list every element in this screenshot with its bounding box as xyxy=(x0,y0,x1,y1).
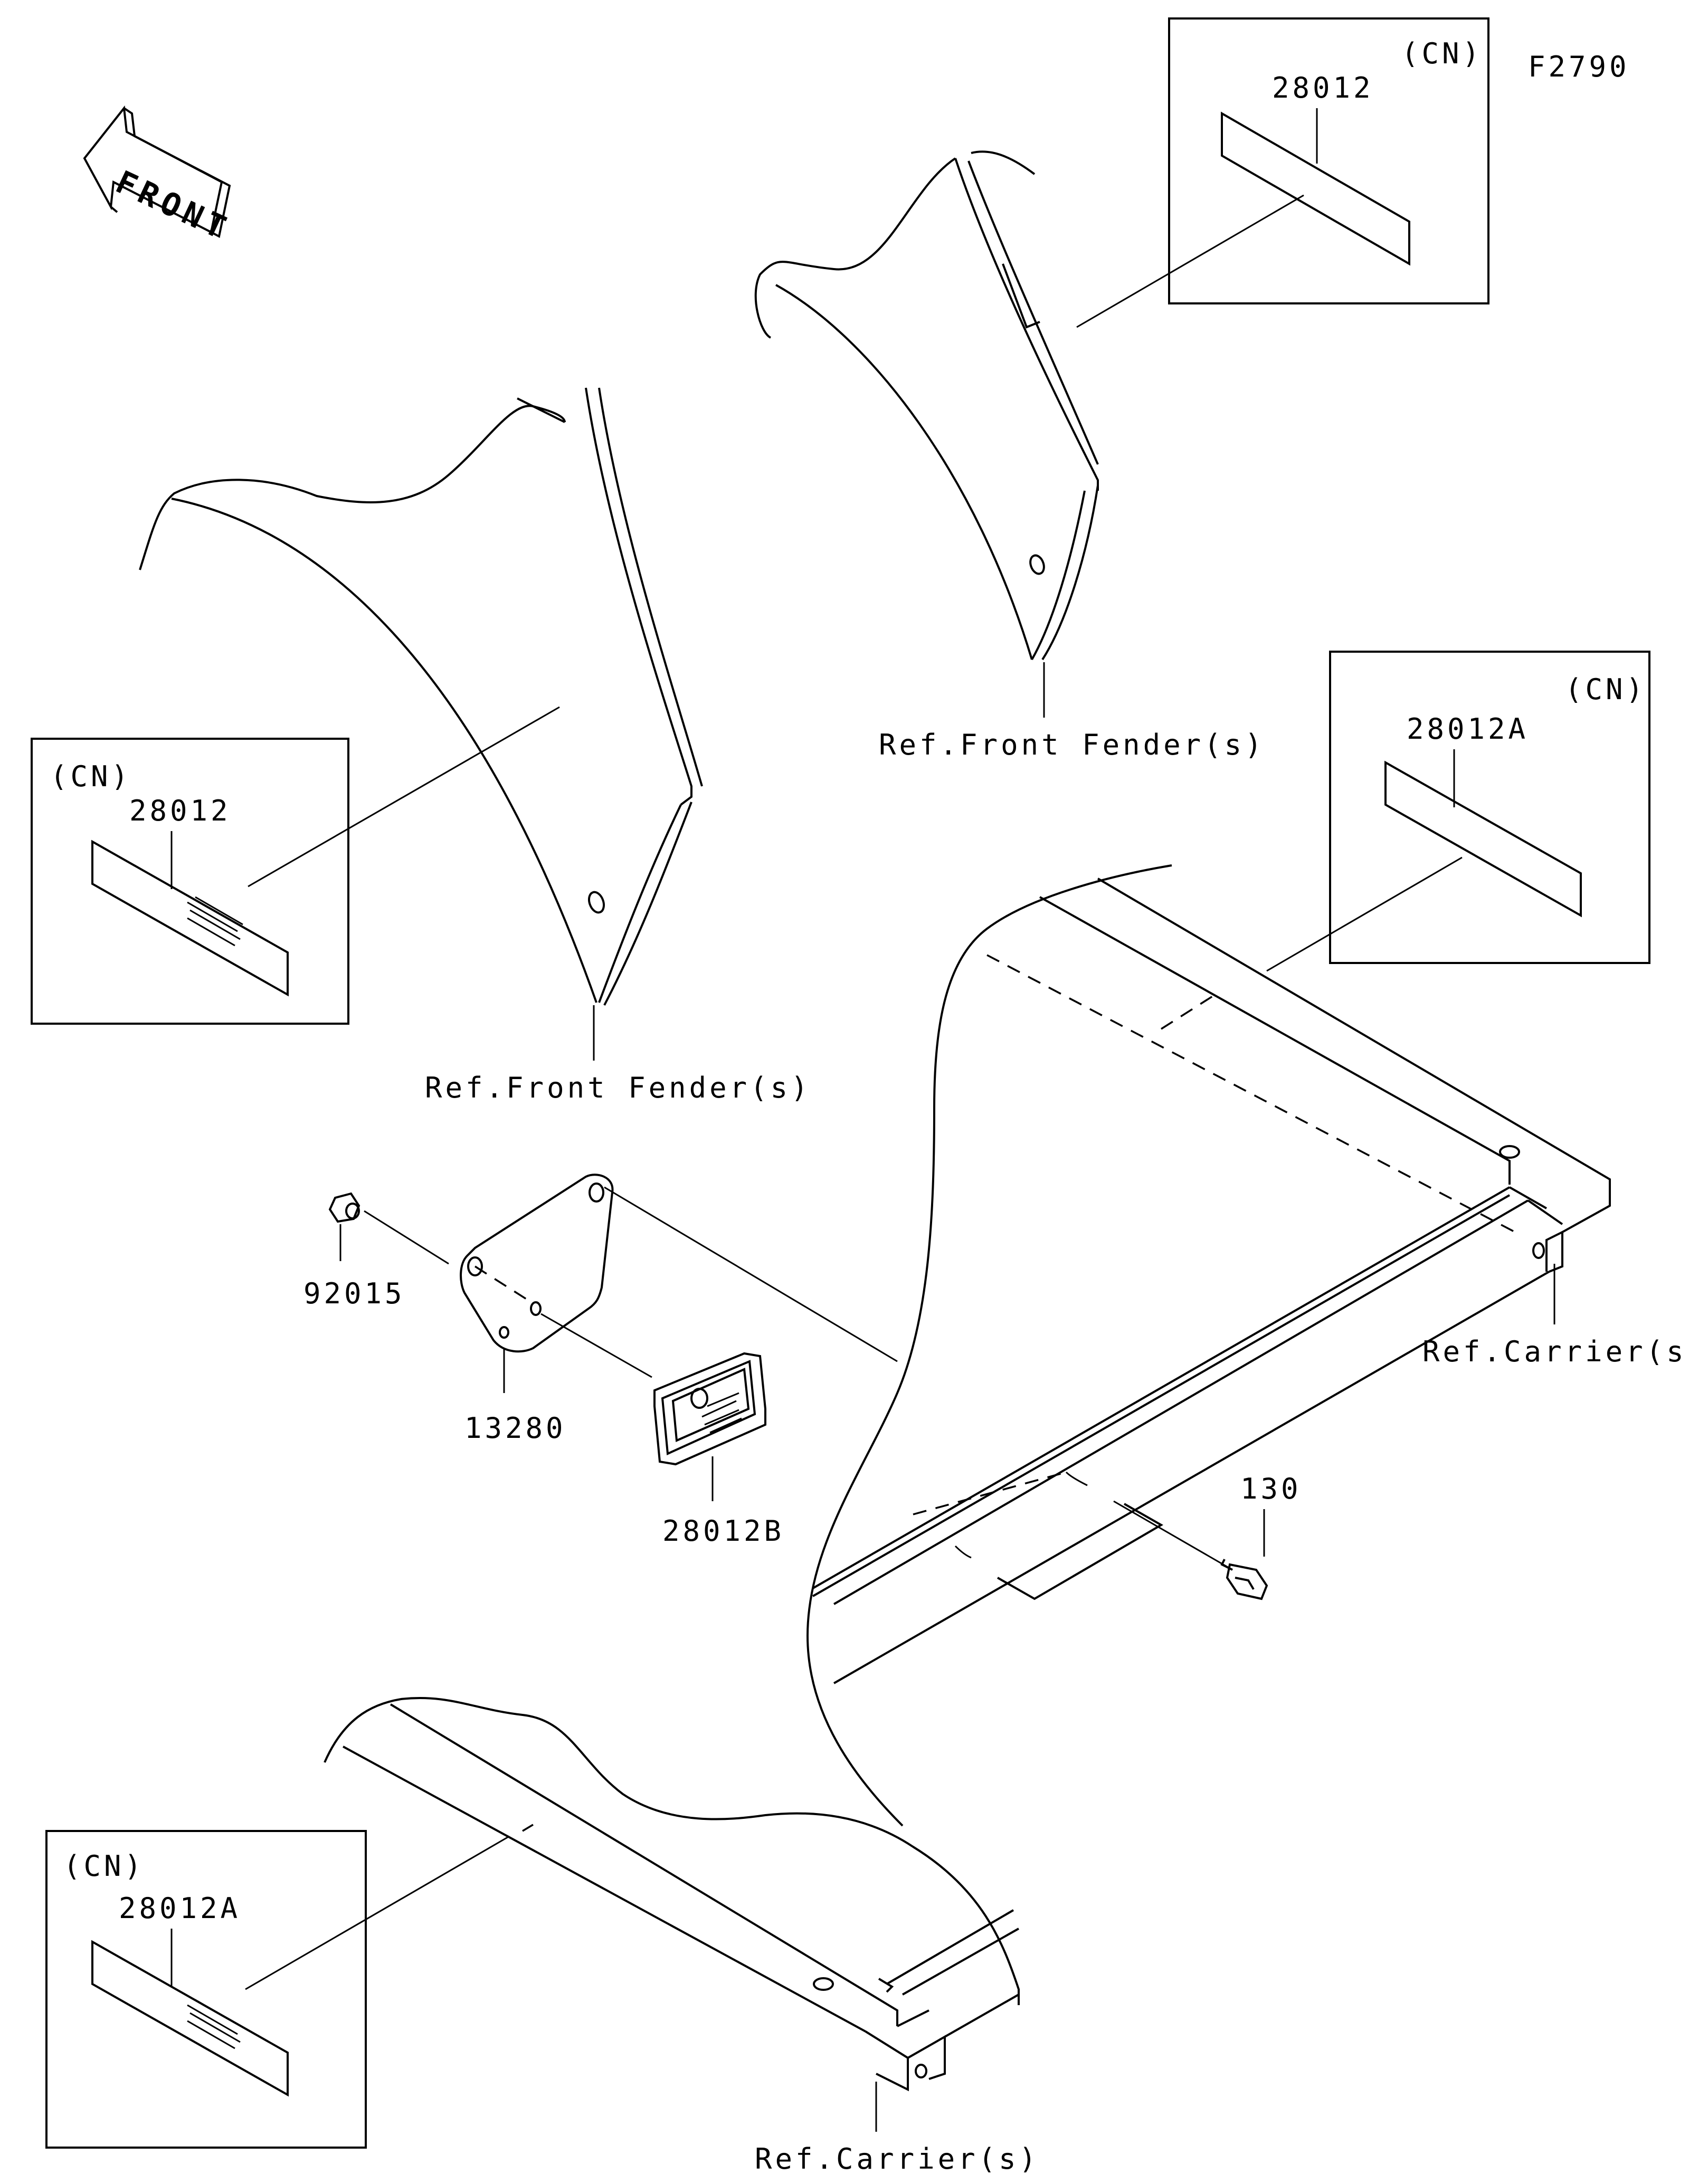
front-fender-left: Ref.Front Fender(s) xyxy=(139,387,811,1104)
front-fender-top: Ref.Front Fender(s) xyxy=(754,150,1265,761)
decal-shape xyxy=(91,1940,289,2097)
ref-carrier-right-label: Ref.Carrier(s) xyxy=(1422,1335,1689,1368)
callout-box-bottom: (CN) 28012A xyxy=(45,1824,534,2149)
region-label: (CN) xyxy=(1401,37,1483,70)
part-130-label: 130 xyxy=(1240,1472,1302,1505)
bolt-130: 130 xyxy=(1113,1472,1302,1600)
part-13280-label: 13280 xyxy=(464,1412,566,1445)
mount-block xyxy=(997,1503,1163,1600)
decal-shape xyxy=(1384,760,1582,918)
carrier-bottom: Ref.Carrier(s) xyxy=(324,1697,1039,2176)
nut-92015: 92015 xyxy=(303,1192,449,1310)
figure-code: F2790 xyxy=(1528,50,1630,83)
reflector-28012B: 28012B xyxy=(653,1352,784,1548)
carrier-right: Ref.Carrier(s) xyxy=(806,864,1689,1827)
decal-shape xyxy=(91,840,289,997)
front-arrow-icon: FRONT xyxy=(83,105,236,249)
warning-text-icon xyxy=(187,896,243,947)
part-number-label: 28012A xyxy=(1407,712,1529,746)
plate-13280: 13280 xyxy=(460,1174,898,1445)
part-28012B-label: 28012B xyxy=(662,1514,784,1548)
ref-front-fender-left-label: Ref.Front Fender(s) xyxy=(425,1071,811,1104)
ref-front-fender-top-label: Ref.Front Fender(s) xyxy=(879,728,1265,761)
decal-shape xyxy=(1221,111,1410,266)
ref-carrier-bottom-label: Ref.Carrier(s) xyxy=(755,2142,1039,2176)
part-number-label: 28012 xyxy=(1272,71,1374,104)
callout-box-top-right: (CN) 28012 xyxy=(1076,17,1489,328)
part-number-label: 28012 xyxy=(129,794,231,827)
region-label: (CN) xyxy=(63,1849,145,1883)
part-number-label: 28012A xyxy=(119,1892,241,1925)
callout-box-left: (CN) 28012 xyxy=(31,706,560,1025)
warning-text-icon xyxy=(187,1999,243,2049)
region-label: (CN) xyxy=(1565,673,1646,706)
part-92015-label: 92015 xyxy=(303,1277,405,1310)
callout-box-right: (CN) 28012A xyxy=(1266,651,1650,972)
region-label: (CN) xyxy=(50,760,131,793)
front-arrow-label: FRONT xyxy=(110,164,236,249)
